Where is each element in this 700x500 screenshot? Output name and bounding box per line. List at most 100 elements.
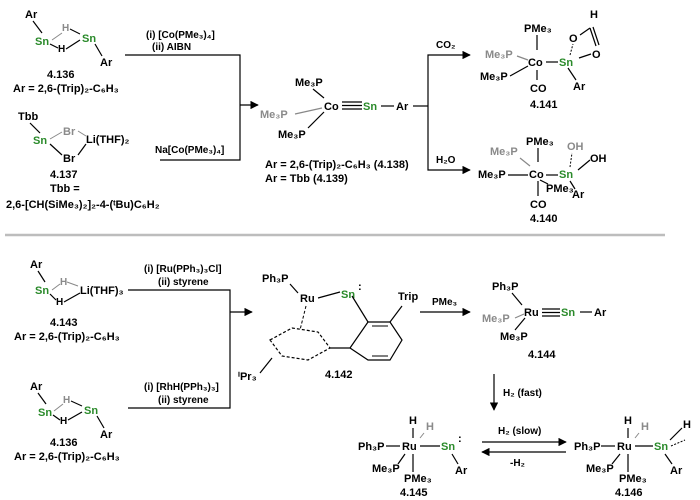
bond — [569, 43, 574, 56]
compound-4-145: H H Ph₃P Ru Sn : Me₃P PMe₃ Ar 4.145 — [358, 415, 468, 499]
bond — [51, 283, 61, 291]
tin-atom: Sn — [35, 285, 49, 297]
bond — [419, 432, 425, 439]
reagent-line: (ii) styrene — [158, 395, 209, 406]
reaction-arrow-branch: CO₂ H₂O — [413, 40, 471, 175]
ar-definition: Ar = 2,6-(Trip)₂-C₆H₃ (4.138) — [265, 159, 409, 171]
reagent-h2-slow: H₂ (slow) — [498, 426, 541, 437]
phosphine-label: Me₃P — [586, 463, 614, 475]
carbonyl-label: CO — [530, 199, 547, 211]
bond — [52, 414, 61, 421]
hydride-label: H — [641, 421, 649, 433]
compound-4-141: PMe₃ Me₃P Me₃P Co Sn CO Ar O O H 4.141 — [480, 9, 601, 111]
reagent-h2-fast: H₂ (fast) — [503, 388, 542, 399]
eta6-interaction — [299, 305, 307, 331]
bond — [51, 32, 63, 41]
tin-atom: Sn — [35, 36, 49, 48]
phosphine-label: Me₃P — [480, 71, 508, 83]
compound-number: 4.140 — [530, 213, 558, 225]
reaction-arrow-pme3: PMe₃ — [420, 297, 471, 317]
bond — [611, 453, 621, 465]
bond — [67, 411, 83, 421]
compound-number: 4.146 — [615, 487, 643, 499]
compound-4-140: PMe₃ Me₃P Me₃P Co Sn PMe₃ CO OH OH Ar 4.… — [478, 136, 607, 225]
compound-number: 4.137 — [50, 169, 78, 181]
phosphine-label: Me₃P — [478, 169, 506, 181]
bond — [351, 295, 369, 323]
bond — [37, 270, 46, 283]
bond — [49, 293, 57, 301]
cobalt-atom: Co — [324, 101, 339, 113]
triphenylphosphine-label: Ph₃P — [358, 441, 384, 453]
hydride-label: H — [63, 395, 70, 406]
ar-label: Ar — [25, 9, 38, 21]
phosphine-label: PMe₃ — [404, 473, 432, 485]
compound-4-144: Ph₃P Me₃P Me₃P Ru Sn Ar 4.144 — [482, 281, 607, 361]
bond — [32, 20, 43, 34]
bond — [317, 291, 341, 299]
bond — [669, 427, 683, 441]
reagent-minus-h2: -H₂ — [510, 458, 525, 469]
tin-atom: Sn — [84, 405, 98, 417]
compound-number: 4.142 — [325, 369, 353, 381]
reagent-water: H₂O — [436, 155, 456, 166]
carbonyl-label: CO — [530, 83, 547, 95]
bond — [451, 453, 459, 465]
hydride-label: H — [426, 421, 434, 433]
trip-label: Trip — [398, 291, 418, 303]
bond — [66, 281, 79, 287]
compound-4-136-top: Ar Sn H H Sn Ar 4.136 Ar = 2,6-(Trip)₂-C… — [13, 9, 119, 95]
bond — [77, 143, 87, 156]
compound-number: 4.143 — [50, 317, 78, 329]
bond — [397, 453, 406, 465]
compound-4-143: Ar Sn H H Li(THF)₃ 4.143 Ar = 2,6-(Trip)… — [14, 259, 124, 343]
phosphine-label: PMe₃ — [546, 183, 574, 195]
aryl-ring — [330, 321, 403, 361]
bond — [539, 179, 549, 185]
phosphine-label: Me₃P — [372, 463, 400, 475]
tbb-definition-label: Tbb = — [50, 183, 80, 195]
hydroxyl-label: OH — [567, 141, 584, 153]
bond — [579, 27, 591, 36]
hydride-label: H — [624, 415, 632, 427]
cobalt-stannylidyne: Me₃P Me₃P Me₃P Co Sn Ar Ar = 2,6-(Trip)₂… — [260, 77, 409, 185]
ar-definition: Ar = 2,6-(Trip)₂-C₆H₃ — [13, 83, 119, 95]
phosphine-label: Me₃P — [295, 77, 323, 89]
bond — [389, 305, 403, 323]
hydride-label: H — [56, 297, 63, 308]
bond — [670, 439, 686, 447]
bond — [578, 53, 592, 59]
bond — [69, 28, 81, 35]
bond — [567, 67, 577, 81]
bond — [569, 180, 576, 190]
reagent-line: (i) [RhH(PPh₃)₃] — [144, 382, 219, 393]
cobalt-atom: Co — [529, 169, 544, 181]
ar-label: Ar — [100, 57, 113, 69]
phosphine-label: Me₃P — [278, 129, 306, 141]
compound-number: 4.145 — [400, 487, 428, 499]
ar-label: Ar — [30, 259, 43, 271]
hydroxyl-label: OH — [590, 153, 607, 165]
compound-4-137: Tbb Sn Br Br Li(THF)₂ 4.137 Tbb = 2,6-[C… — [6, 111, 160, 211]
hydride-label: H — [60, 277, 67, 288]
phosphine-label: Me₃P — [482, 313, 510, 325]
tin-atom: Sn — [33, 135, 47, 147]
triphenylphosphine-label: Ph₃P — [262, 273, 288, 285]
reaction-arrow-bottom-left: (i) [Ru(PPh₃)₃Cl] (ii) styrene (i) [RhH(… — [128, 264, 253, 409]
compound-number: 4.141 — [530, 99, 558, 111]
tin-atom: Sn — [561, 307, 575, 319]
ar-definition: Ar = 2,6-(Trip)₂-C₆H₃ — [14, 451, 120, 463]
reagent-co2: CO₂ — [436, 40, 455, 51]
ar-label: Ar — [100, 429, 113, 441]
bond — [634, 432, 640, 439]
cobalt-atom: Co — [528, 57, 543, 69]
tin-atom: Sn — [559, 57, 573, 69]
reagent-line: (ii) AIBN — [152, 42, 191, 53]
hydride-label: H — [409, 415, 417, 427]
hydride-label: H — [58, 44, 65, 55]
compound-number: 4.144 — [528, 349, 556, 361]
oxygen-atom: O — [592, 49, 601, 61]
bond — [65, 39, 81, 50]
ar-label: Ar — [572, 189, 585, 201]
